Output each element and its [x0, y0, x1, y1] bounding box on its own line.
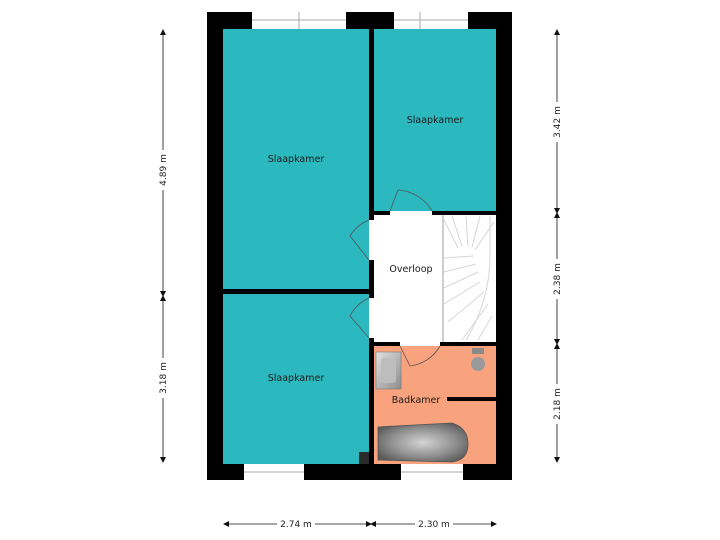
stairs-icon	[443, 215, 495, 341]
room-bedroom-top-right	[374, 29, 496, 211]
dim-right-lower: 2.18 m	[553, 388, 563, 420]
bathroom-wall-stub	[447, 397, 496, 401]
dim-left-upper: 4.89 m	[159, 154, 169, 186]
dim-bottom-left: 2.74 m	[280, 520, 312, 530]
dim-left-lower: 3.18 m	[159, 362, 169, 394]
bathtub-icon	[377, 422, 469, 463]
dim-right-middle: 2.38 m	[553, 263, 563, 295]
room-bedroom-bottom-left	[223, 294, 369, 464]
toilet-icon	[471, 348, 485, 371]
label-bedroom-bottom-left: Slaapkamer	[268, 373, 325, 384]
label-bathroom: Badkamer	[392, 395, 441, 406]
label-bedroom-top-right: Slaapkamer	[407, 115, 464, 126]
label-bedroom-top-left: Slaapkamer	[268, 154, 325, 165]
room-bedroom-top-left	[223, 29, 369, 289]
window-icon	[244, 12, 468, 480]
sink-icon	[375, 351, 402, 390]
room-landing	[374, 215, 496, 342]
dim-right-upper: 3.42 m	[553, 106, 563, 138]
dim-bottom-right: 2.30 m	[418, 520, 450, 530]
label-landing: Overloop	[389, 264, 432, 275]
shaft-block	[359, 452, 369, 464]
door-swing-icon	[349, 189, 441, 367]
